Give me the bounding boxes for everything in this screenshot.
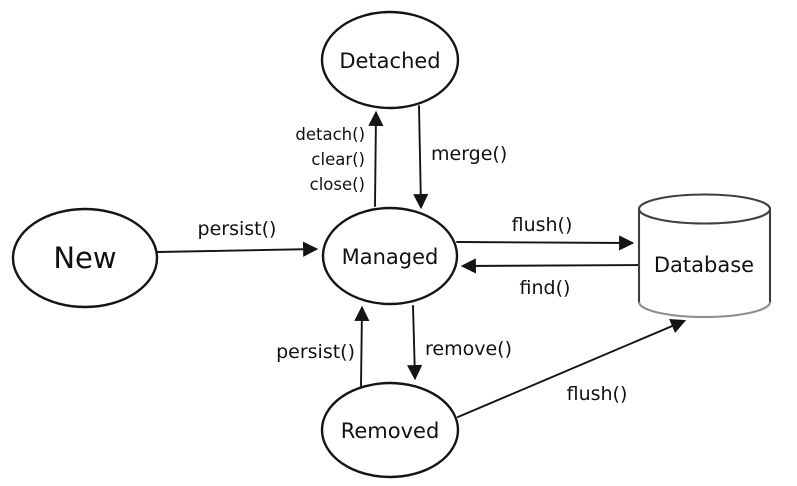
- edge-label-flush-top: flush(): [512, 214, 573, 236]
- node-managed-ellipse: [321, 206, 459, 306]
- edge-removed-to-database: [457, 319, 687, 418]
- edge-label-flush-bottom: flush(): [567, 383, 628, 405]
- edge-new-to-managed: [157, 241, 319, 257]
- edge-database-to-managed: [460, 258, 640, 274]
- node-detached-ellipse: [320, 10, 460, 110]
- edge-label-persist-removed: persist(): [276, 341, 355, 363]
- edge-label-detach: detach(): [295, 125, 365, 144]
- edge-label-merge: merge(): [431, 143, 507, 165]
- node-new: New: [11, 207, 159, 309]
- edge-managed-to-removed: [407, 305, 423, 381]
- node-database: Database: [637, 193, 772, 319]
- node-managed: Managed: [321, 206, 459, 306]
- database-cylinder-bottom-arc: [637, 301, 772, 319]
- node-removed-ellipse: [320, 381, 460, 479]
- node-new-ellipse: [11, 207, 159, 309]
- edge-label-find: find(): [520, 277, 571, 299]
- edge-label-close: close(): [310, 175, 365, 194]
- database-cylinder-top: [637, 193, 772, 225]
- node-removed-label: Removed: [341, 419, 440, 443]
- node-detached-label: Detached: [339, 49, 440, 73]
- node-database-label: Database: [654, 253, 754, 277]
- node-managed-label: Managed: [342, 245, 439, 269]
- edge-managed-to-database: [456, 235, 635, 251]
- node-removed: Removed: [320, 381, 460, 479]
- database-cylinder-sides: [637, 209, 772, 302]
- node-new-label: New: [53, 241, 116, 275]
- edge-label-clear: clear(): [311, 150, 365, 169]
- edge-label-persist-new: persist(): [198, 218, 277, 240]
- edge-label-remove: remove(): [425, 338, 512, 360]
- edge-detached-to-managed: [413, 105, 429, 210]
- node-detached: Detached: [320, 10, 460, 110]
- edge-managed-to-detached: [368, 110, 384, 207]
- edge-removed-to-managed: [354, 305, 370, 387]
